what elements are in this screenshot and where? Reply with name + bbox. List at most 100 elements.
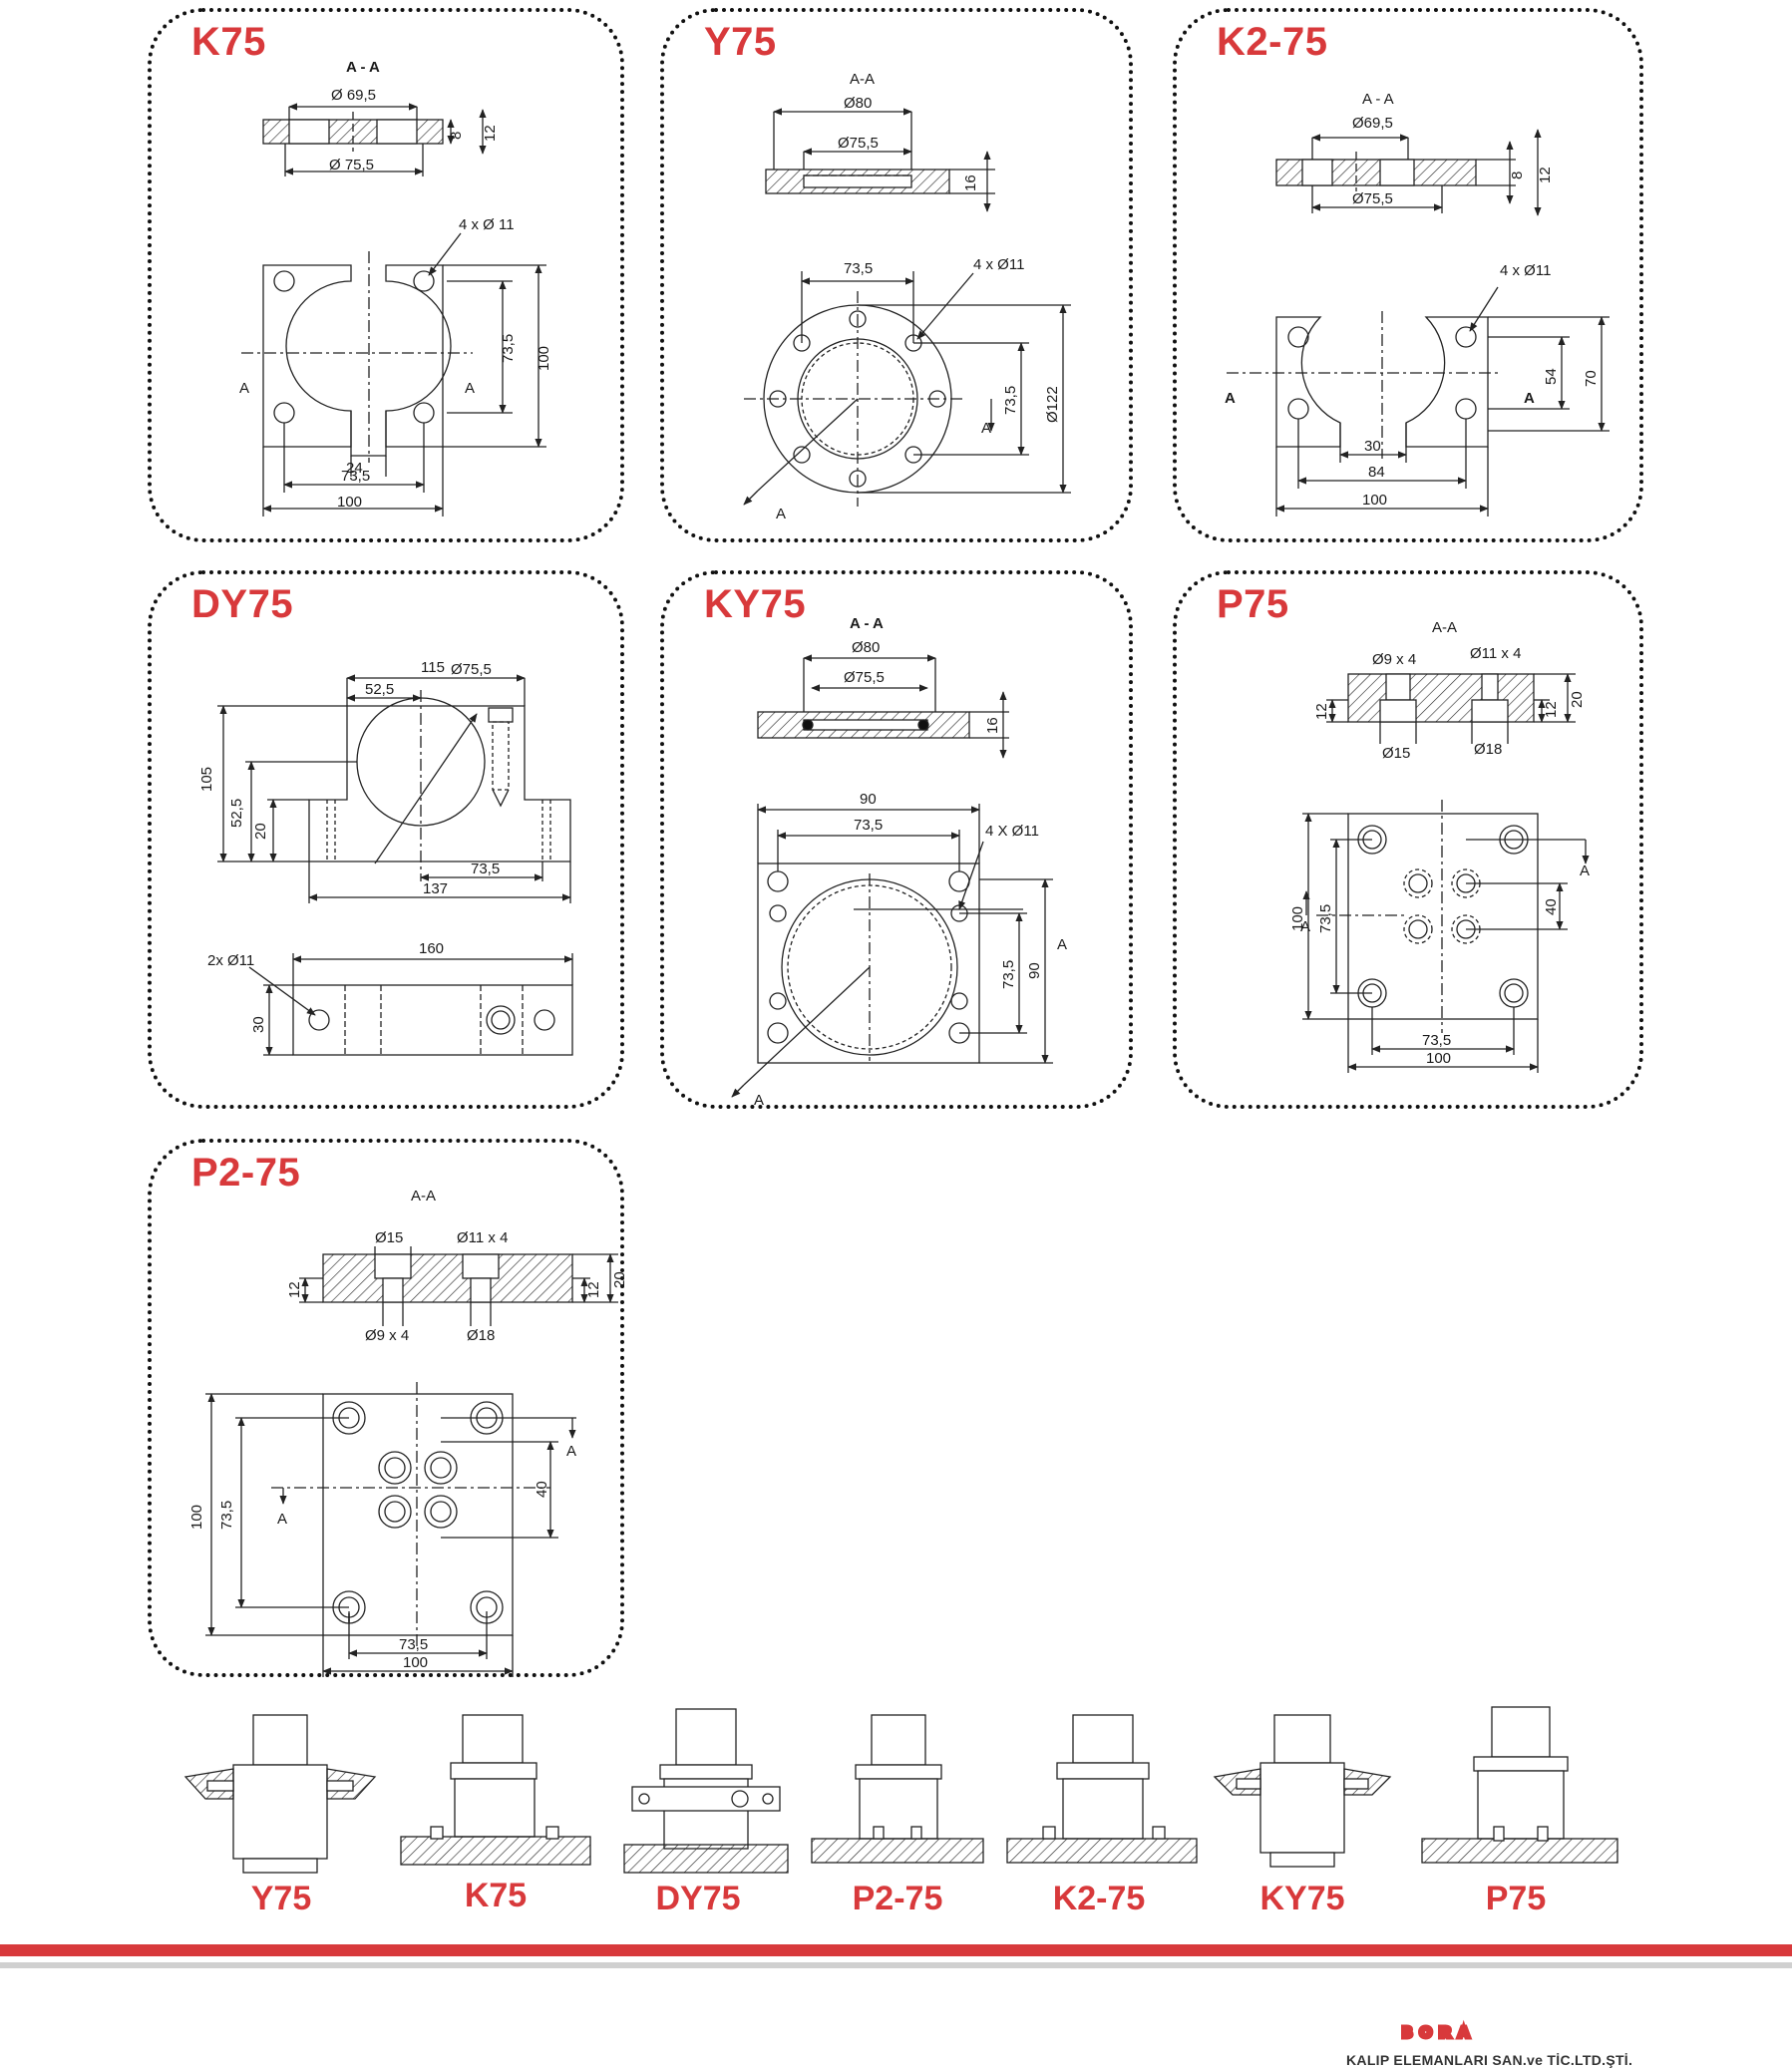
logo-text: BORA: [1401, 2024, 1477, 2041]
dim-h8: 8: [1509, 172, 1526, 179]
dim-h12: 12: [482, 125, 499, 142]
section-mark-a: A: [1524, 390, 1535, 407]
dim-d9: Ø9 x 4: [365, 1327, 409, 1344]
dim-160: 160: [419, 940, 444, 957]
dim-105: 105: [198, 767, 215, 792]
dim-735-v: 73,5: [1000, 960, 1017, 989]
dim-90: 90: [860, 791, 877, 808]
dim-h16: 16: [962, 174, 979, 191]
section-mark-a: A: [1580, 862, 1590, 879]
holes-label: 4 x Ø11: [1500, 262, 1551, 279]
dim-100: 100: [1362, 492, 1387, 509]
dim-d11: Ø11 x 4: [457, 1229, 508, 1246]
section-label: A - A: [1362, 91, 1394, 108]
holes-label: 4 x Ø 11: [459, 216, 515, 233]
thumb-label-y75: Y75: [250, 1880, 312, 1917]
section-mark-a: A: [754, 1092, 764, 1109]
panel-title: K75: [191, 20, 266, 64]
dim-70: 70: [1583, 370, 1600, 387]
holes-label: 4 X Ø11: [985, 823, 1039, 840]
dim-h12: 12: [1313, 703, 1330, 720]
y75-drawing: A-A Ø80 Ø75,5 16 73,5 4 x Ø11 73,5 Ø122 …: [743, 71, 1071, 522]
thumb-label-p2-75: P2-75: [852, 1880, 943, 1917]
assembly-thumbnails: [183, 1706, 1618, 1874]
dim-40: 40: [534, 1481, 550, 1498]
section-mark-a: A: [566, 1443, 576, 1460]
dim-137: 137: [423, 880, 448, 897]
dim-h12: 12: [1543, 701, 1560, 718]
dim-h8: 8: [448, 132, 465, 140]
dim-d80: Ø80: [852, 639, 880, 656]
section-mark-a: A: [981, 420, 991, 437]
dim-90-v: 90: [1026, 962, 1043, 979]
dim-d755: Ø75,5: [838, 135, 879, 152]
dim-735: 73,5: [1317, 904, 1334, 933]
dim-735-h: 73,5: [341, 468, 370, 485]
dim-24: 24: [346, 460, 363, 477]
section-mark-a: A: [776, 506, 786, 522]
section-label: A - A: [346, 59, 380, 76]
dim-d80: Ø80: [844, 95, 872, 112]
thumb-label-ky75: KY75: [1259, 1880, 1345, 1917]
dim-d122: Ø122: [1044, 386, 1061, 423]
dim-100-h: 100: [403, 1654, 428, 1671]
thumb-label-k75: K75: [464, 1877, 528, 1914]
thumb-k75-drawing: [400, 1714, 591, 1866]
dim-100-h: 100: [1426, 1050, 1451, 1067]
dim-d18: Ø18: [467, 1327, 495, 1344]
dim-735-h: 73,5: [1422, 1032, 1451, 1049]
dim-h12: 12: [585, 1281, 602, 1298]
dim-735: 73,5: [471, 861, 500, 877]
dim-40: 40: [1543, 898, 1560, 915]
section-label: A - A: [850, 615, 884, 632]
k75-drawing: A - A Ø 69,5 Ø 75,5 8 12 4 x Ø 11 73,5 1…: [239, 59, 552, 517]
panel-dy75: DY75: [148, 570, 624, 1109]
footer-accent-bar: [0, 1944, 1792, 1956]
footer-grey-bar: [0, 1962, 1792, 1968]
panel-title: DY75: [191, 582, 294, 626]
section-mark-a: A: [277, 1511, 287, 1528]
section-mark-a: A: [1057, 936, 1067, 953]
dim-525-v: 52,5: [228, 799, 245, 828]
dim-d18: Ø18: [1474, 741, 1502, 758]
holes-label: 2x Ø11: [207, 952, 254, 969]
thumb-label-p75: P75: [1485, 1880, 1547, 1917]
dim-d9: Ø9 x 4: [1372, 651, 1416, 668]
dim-d695: Ø 69,5: [331, 87, 376, 104]
panel-p275: P2-75: [148, 1139, 628, 1677]
dim-d755: Ø75,5: [1352, 190, 1393, 207]
dim-h20: 20: [1569, 691, 1586, 708]
dim-30: 30: [250, 1016, 267, 1033]
dim-d695: Ø69,5: [1352, 115, 1393, 132]
p75-drawing: A-A Ø9 x 4 Ø11 x 4 12 12 20 Ø15 Ø18 100 …: [1289, 619, 1590, 1073]
panel-title: P2-75: [191, 1151, 301, 1195]
thumb-p75-drawing: [1421, 1706, 1618, 1864]
dim-115: 115: [421, 659, 445, 676]
thumb-dy75-drawing: [623, 1708, 789, 1874]
thumb-y75-drawing: [183, 1714, 377, 1874]
section-mark-a: A: [1225, 390, 1236, 407]
section-label: A-A: [850, 71, 875, 88]
section-label: A-A: [1432, 619, 1457, 636]
panel-y75: Y75: [660, 8, 1133, 542]
dy75-drawing: 115 52,5 Ø75,5 105 52,5 20 73,5 137 2x Ø…: [198, 659, 573, 1056]
dim-d11: Ø11 x 4: [1470, 645, 1521, 662]
dim-d755: Ø 75,5: [329, 157, 374, 173]
section-mark-a: A: [465, 380, 475, 397]
dim-100-h: 100: [337, 494, 362, 511]
dim-100: 100: [188, 1505, 205, 1530]
dim-d755: Ø75,5: [451, 661, 492, 678]
dim-735-top: 73,5: [844, 260, 873, 277]
dim-100: 100: [1289, 906, 1306, 931]
holes-label: 4 x Ø11: [973, 256, 1024, 273]
dim-h12: 12: [286, 1281, 303, 1298]
thumb-p2-75-drawing: [811, 1714, 984, 1864]
thumb-ky75-drawing: [1213, 1714, 1392, 1868]
panel-title: Y75: [704, 20, 777, 64]
dim-525: 52,5: [365, 681, 394, 698]
dim-h20: 20: [611, 1271, 628, 1288]
dim-d755: Ø75,5: [844, 669, 885, 686]
dim-735-h: 73,5: [399, 1636, 428, 1653]
thumb-label-k2-75: K2-75: [1052, 1880, 1146, 1917]
p275-drawing: A-A Ø15 Ø11 x 4 12 12 20 Ø9 x 4 Ø18 100 …: [188, 1188, 628, 1677]
